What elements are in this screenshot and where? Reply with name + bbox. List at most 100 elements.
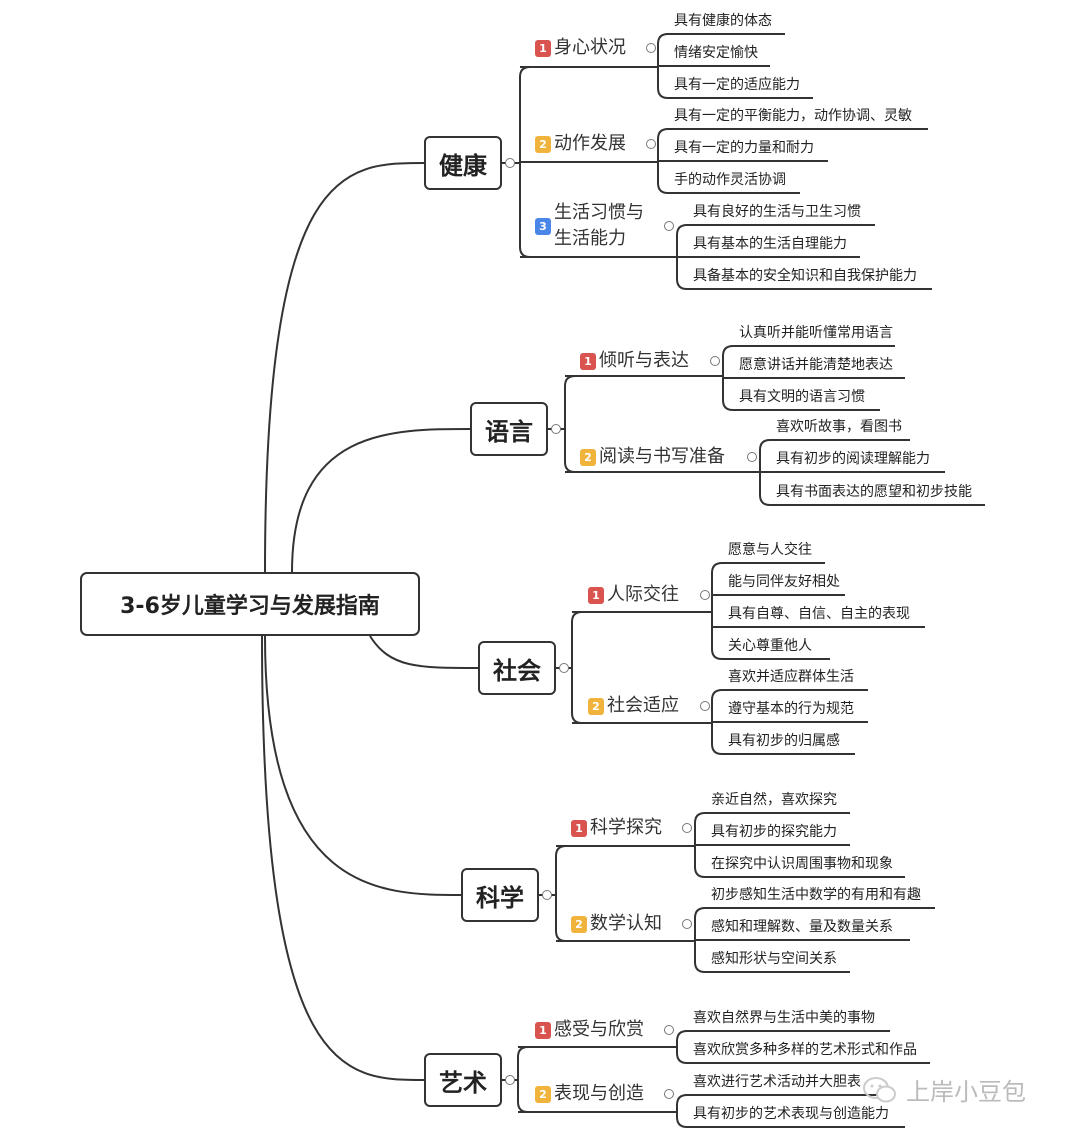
indicator-item[interactable]: 具有基本的生活自理能力 — [693, 236, 847, 252]
indicator-item[interactable]: 具有一定的适应能力 — [674, 77, 800, 93]
indicator-item[interactable]: 具有初步的艺术表现与创造能力 — [693, 1106, 889, 1122]
collapse-toggle[interactable] — [559, 663, 569, 673]
connector — [676, 1094, 688, 1128]
collapse-toggle[interactable] — [646, 43, 656, 53]
domain-label: 健康 — [439, 151, 487, 180]
indicator-item[interactable]: 具有一定的力量和耐力 — [674, 140, 814, 156]
subdomain-label: 人际交往 — [607, 584, 679, 605]
domain-node[interactable]: 语言 — [470, 402, 548, 456]
indicator-item[interactable]: 遵守基本的行为规范 — [728, 701, 854, 717]
badge-number: 1 — [571, 819, 587, 837]
indicator-item[interactable]: 具备基本的安全知识和自我保护能力 — [693, 268, 917, 284]
badge-number: 1 — [535, 1021, 551, 1039]
subdomain-label: 科学探究 — [590, 817, 662, 838]
domain-label: 社会 — [493, 656, 541, 685]
collapse-toggle[interactable] — [551, 424, 561, 434]
indicator-item[interactable]: 手的动作灵活协调 — [674, 172, 786, 188]
subdomain-label: 感受与欣赏 — [554, 1019, 644, 1040]
domain-node[interactable]: 科学 — [461, 868, 539, 922]
badge-number: 2 — [580, 448, 596, 466]
indicator-item[interactable]: 具有初步的阅读理解能力 — [776, 451, 930, 467]
indicator-item[interactable]: 情绪安定愉快 — [674, 45, 758, 61]
domain-label: 语言 — [485, 417, 533, 446]
indicator-item[interactable]: 具有健康的体态 — [674, 13, 772, 29]
subdomain-label: 社会适应 — [607, 695, 679, 716]
indicator-item[interactable]: 愿意讲话并能清楚地表达 — [739, 357, 893, 373]
subdomain-label-line1: 生活习惯与 — [554, 202, 644, 223]
collapse-toggle[interactable] — [710, 356, 720, 366]
root-label: 3-6岁儿童学习与发展指南 — [120, 594, 380, 619]
indicator-item[interactable]: 喜欢自然界与生活中美的事物 — [693, 1010, 875, 1026]
indicator-item[interactable]: 具有一定的平衡能力，动作协调、灵敏 — [674, 108, 912, 124]
indicator-item[interactable]: 具有文明的语言习惯 — [739, 389, 865, 405]
connector — [261, 635, 425, 1081]
collapse-toggle[interactable] — [682, 823, 692, 833]
indicator-item[interactable]: 具有书面表达的愿望和初步技能 — [776, 484, 972, 500]
indicator-item[interactable]: 具有初步的归属感 — [728, 733, 840, 749]
indicator-item[interactable]: 具有良好的生活与卫生习惯 — [693, 204, 861, 220]
indicator-item[interactable]: 喜欢欣赏多种多样的艺术形式和作品 — [693, 1042, 917, 1058]
indicator-item[interactable]: 愿意与人交往 — [728, 542, 812, 558]
subdomain-label-line2: 生活能力 — [554, 228, 626, 249]
collapse-toggle[interactable] — [682, 919, 692, 929]
subdomain-label: 倾听与表达 — [599, 350, 689, 371]
domain-label: 艺术 — [439, 1068, 487, 1097]
subdomain-label: 数学认知 — [590, 913, 662, 934]
badge-number: 2 — [535, 1085, 551, 1103]
collapse-toggle[interactable] — [542, 890, 552, 900]
indicator-item[interactable]: 关心尊重他人 — [728, 638, 812, 654]
watermark-text: 上岸小豆包 — [906, 1078, 1026, 1106]
domain-node[interactable]: 艺术 — [424, 1053, 502, 1107]
badge-number: 1 — [580, 352, 596, 370]
collapse-toggle[interactable] — [747, 452, 757, 462]
indicator-item[interactable]: 在探究中认识周围事物和现象 — [711, 856, 893, 872]
indicator-item[interactable]: 具有初步的探究能力 — [711, 824, 837, 840]
indicator-item[interactable]: 认真听并能听懂常用语言 — [739, 325, 893, 341]
root-node[interactable]: 3-6岁儿童学习与发展指南 — [80, 572, 420, 636]
indicator-item[interactable]: 喜欢进行艺术活动并大胆表 — [693, 1074, 861, 1090]
subdomain-label: 动作发展 — [554, 133, 626, 154]
collapse-toggle[interactable] — [700, 701, 710, 711]
subdomain-label: 生活习惯与生活能力 — [554, 200, 644, 252]
domain-node[interactable]: 社会 — [478, 641, 556, 695]
collapse-toggle[interactable] — [646, 139, 656, 149]
indicator-item[interactable]: 感知和理解数、量及数量关系 — [711, 919, 893, 935]
indicator-item[interactable]: 喜欢听故事，看图书 — [776, 419, 902, 435]
collapse-toggle[interactable] — [664, 221, 674, 231]
connector — [711, 562, 723, 660]
badge-number: 1 — [588, 586, 604, 604]
indicator-item[interactable]: 感知形状与空间关系 — [711, 951, 837, 967]
subdomain-label: 阅读与书写准备 — [599, 446, 725, 467]
indicator-item[interactable]: 初步感知生活中数学的有用和有趣 — [711, 887, 921, 903]
indicator-item[interactable]: 具有自尊、自信、自主的表现 — [728, 606, 910, 622]
indicator-item[interactable]: 能与同伴友好相处 — [728, 574, 840, 590]
collapse-toggle[interactable] — [505, 1075, 515, 1085]
subdomain-label: 身心状况 — [554, 37, 626, 58]
domain-node[interactable]: 健康 — [424, 136, 502, 190]
badge-number: 3 — [535, 217, 551, 235]
connector — [264, 162, 425, 573]
connector — [555, 845, 567, 942]
collapse-toggle[interactable] — [664, 1089, 674, 1099]
badge-number: 2 — [535, 135, 551, 153]
collapse-toggle[interactable] — [505, 158, 515, 168]
collapse-toggle[interactable] — [700, 590, 710, 600]
connector — [571, 611, 583, 724]
connector — [564, 375, 576, 473]
indicator-item[interactable]: 喜欢并适应群体生活 — [728, 669, 854, 685]
connector — [291, 428, 471, 573]
indicator-item[interactable]: 亲近自然，喜欢探究 — [711, 792, 837, 808]
collapse-toggle[interactable] — [664, 1025, 674, 1035]
